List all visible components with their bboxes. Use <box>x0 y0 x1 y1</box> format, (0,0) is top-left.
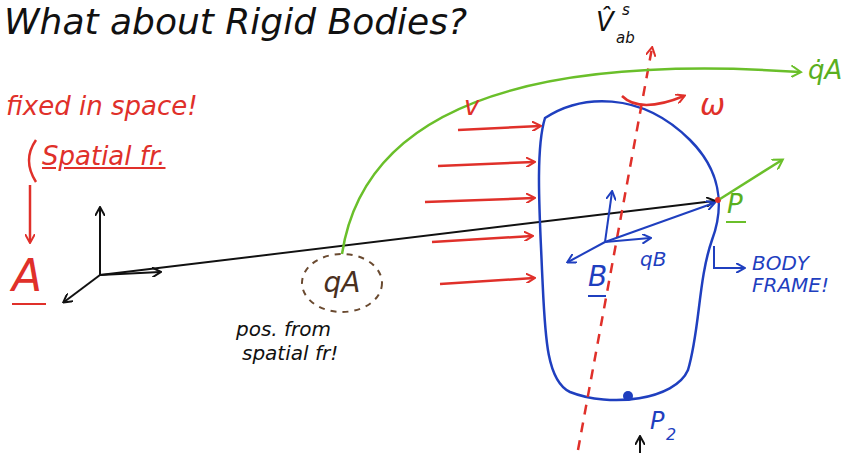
frame-letter: B <box>588 262 607 293</box>
omega-symbol: ω <box>700 88 725 121</box>
illustration-path <box>12 303 46 305</box>
twist-symbol: V̂ <box>596 8 614 37</box>
illustration-circle <box>623 391 633 401</box>
subscript: ab <box>616 30 635 47</box>
illustration-path <box>438 162 534 166</box>
illustration-path <box>639 437 641 453</box>
dashed-circle: qA <box>300 252 384 314</box>
vector-name: qA <box>324 268 361 299</box>
illustration-path <box>568 242 605 262</box>
illustration-path <box>714 246 744 268</box>
frame-letter: A <box>12 252 42 300</box>
frame-note: BODY FRAME! <box>752 252 844 296</box>
illustration-path <box>432 236 532 242</box>
illustration-path <box>605 203 714 242</box>
illustration-path <box>458 126 540 130</box>
point-name: P <box>727 190 743 219</box>
illustration-path <box>425 198 534 202</box>
point-name: P <box>650 408 664 434</box>
illustration-path <box>99 208 101 275</box>
illustration-path <box>29 185 32 242</box>
note-text: fixed in space! <box>6 92 198 121</box>
note-text: spatial fr! <box>242 342 338 364</box>
subscript: 2 <box>666 426 676 444</box>
frame-name: Spatial fr. <box>42 142 166 171</box>
illustration-path <box>605 192 612 242</box>
illustration-path <box>622 96 684 105</box>
illustration-path <box>726 221 746 223</box>
illustration-path <box>342 69 800 254</box>
vector-name: qB <box>640 248 666 270</box>
illustration-path <box>588 295 606 297</box>
superscript: s <box>622 2 630 19</box>
title: What about Rigid Bodies? <box>4 2 467 42</box>
illustration-path <box>29 140 36 182</box>
velocity-symbol: v <box>464 92 479 121</box>
note-text: pos. from <box>236 318 331 340</box>
illustration-path <box>440 278 534 284</box>
illustration-path <box>64 275 100 302</box>
dashed-circle-line <box>302 254 382 312</box>
velocity-symbol: q̇A <box>808 56 842 85</box>
illustration-path <box>539 101 719 400</box>
